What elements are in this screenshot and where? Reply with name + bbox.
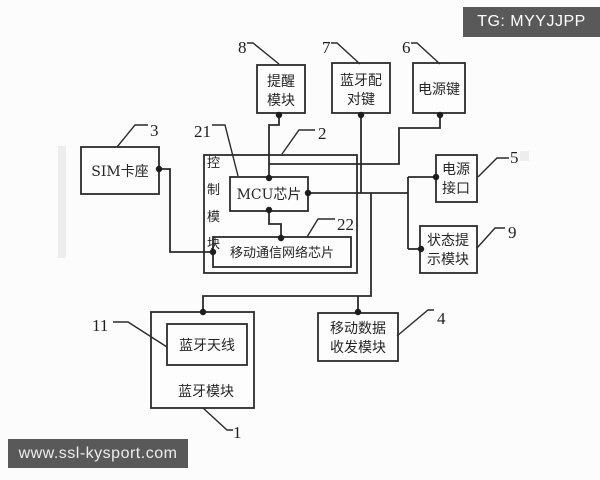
leader-22 bbox=[306, 218, 335, 238]
mcu-chip-label: MCU芯片 bbox=[237, 187, 302, 203]
ref-6: 6 bbox=[402, 38, 411, 57]
leader-4 bbox=[396, 309, 434, 337]
site-watermark-badge: www.ssl-kysport.com bbox=[8, 439, 188, 468]
leader-11 bbox=[113, 321, 168, 348]
junction-dot bbox=[277, 234, 285, 242]
leader-9 bbox=[476, 227, 505, 249]
mobile-data-label: 移动数据 bbox=[330, 321, 386, 337]
ref-1: 1 bbox=[233, 423, 242, 442]
junction-dot bbox=[357, 111, 365, 119]
ref-3: 3 bbox=[150, 121, 159, 140]
wire-to-bt-module bbox=[202, 193, 372, 312]
status-module-box bbox=[419, 225, 478, 274]
junction-dot bbox=[432, 173, 440, 181]
junction-dot bbox=[436, 111, 444, 119]
tg-watermark-badge: TG: MYYJJPP bbox=[463, 7, 600, 37]
site-watermark-text: www.ssl-kysport.com bbox=[18, 444, 178, 462]
junction-dot bbox=[155, 165, 163, 173]
power-port-label: 接口 bbox=[442, 180, 470, 197]
control-module-label: 制 bbox=[207, 183, 220, 198]
junction-dot bbox=[265, 174, 273, 182]
power-key-label: 电源键 bbox=[418, 82, 460, 98]
ref-21: 21 bbox=[194, 122, 211, 141]
leader-2 bbox=[281, 129, 315, 155]
control-module-label: 模 bbox=[207, 210, 220, 225]
control-module-label: 块 bbox=[207, 237, 220, 252]
leader-8 bbox=[247, 42, 280, 65]
junction-dot bbox=[354, 308, 362, 316]
ref-22: 22 bbox=[337, 215, 354, 234]
junction-dot bbox=[199, 308, 207, 316]
bt-antenna-box bbox=[166, 323, 248, 366]
junction-dot bbox=[417, 245, 425, 253]
ref-9: 9 bbox=[508, 223, 517, 242]
ref-11: 11 bbox=[92, 316, 108, 335]
power-port-label: 电源 bbox=[442, 162, 470, 178]
leader-7 bbox=[331, 42, 361, 65]
leader-6 bbox=[411, 42, 441, 65]
ref-7: 7 bbox=[322, 38, 331, 57]
status-module-label: 状态提 bbox=[427, 233, 469, 249]
sim-holder-box bbox=[80, 146, 160, 195]
scan-artifact bbox=[520, 151, 529, 161]
bt-antenna-label: 蓝牙天线 bbox=[179, 338, 235, 354]
leader-21 bbox=[212, 124, 239, 177]
sim-holder-label: SIM卡座 bbox=[91, 164, 148, 180]
power-key-box bbox=[412, 62, 466, 114]
reminder-module-label: 提醒 bbox=[267, 74, 295, 90]
reminder-module-box bbox=[256, 64, 306, 114]
status-module-label: 示模块 bbox=[427, 252, 469, 268]
wire-powerkey-to-mcu bbox=[269, 113, 441, 165]
junction-dot bbox=[265, 206, 273, 214]
wire-mcu-to-netchip bbox=[268, 211, 282, 237]
scan-artifact bbox=[58, 146, 66, 258]
control-module-label: 控 bbox=[207, 156, 220, 171]
tg-watermark-text: TG: MYYJJPP bbox=[477, 13, 586, 30]
junction-dot bbox=[304, 189, 312, 197]
junction-dot bbox=[275, 111, 283, 119]
wire-reminder-to-mcu bbox=[268, 113, 280, 177]
junction-dot bbox=[209, 248, 217, 256]
bt-pair-key-label: 对键 bbox=[347, 92, 375, 108]
mobile-data-box bbox=[317, 312, 399, 362]
ref-2: 2 bbox=[318, 124, 327, 143]
mobile-net-chip-label: 移动通信网络芯片 bbox=[230, 245, 334, 261]
bt-module-label: 蓝牙模块 bbox=[178, 384, 234, 400]
leader-3 bbox=[116, 124, 148, 148]
ref-8: 8 bbox=[238, 38, 247, 57]
ref-4: 4 bbox=[437, 309, 446, 328]
ref-5: 5 bbox=[510, 148, 519, 167]
reminder-module-label: 模块 bbox=[267, 93, 295, 109]
leader-1 bbox=[202, 407, 233, 431]
bt-pair-key-label: 蓝牙配 bbox=[340, 73, 382, 89]
wire-sim-to-netchip bbox=[159, 168, 213, 253]
leader-5 bbox=[477, 157, 509, 178]
mobile-data-label: 收发模块 bbox=[330, 340, 386, 356]
bt-pair-key-box bbox=[331, 62, 391, 114]
